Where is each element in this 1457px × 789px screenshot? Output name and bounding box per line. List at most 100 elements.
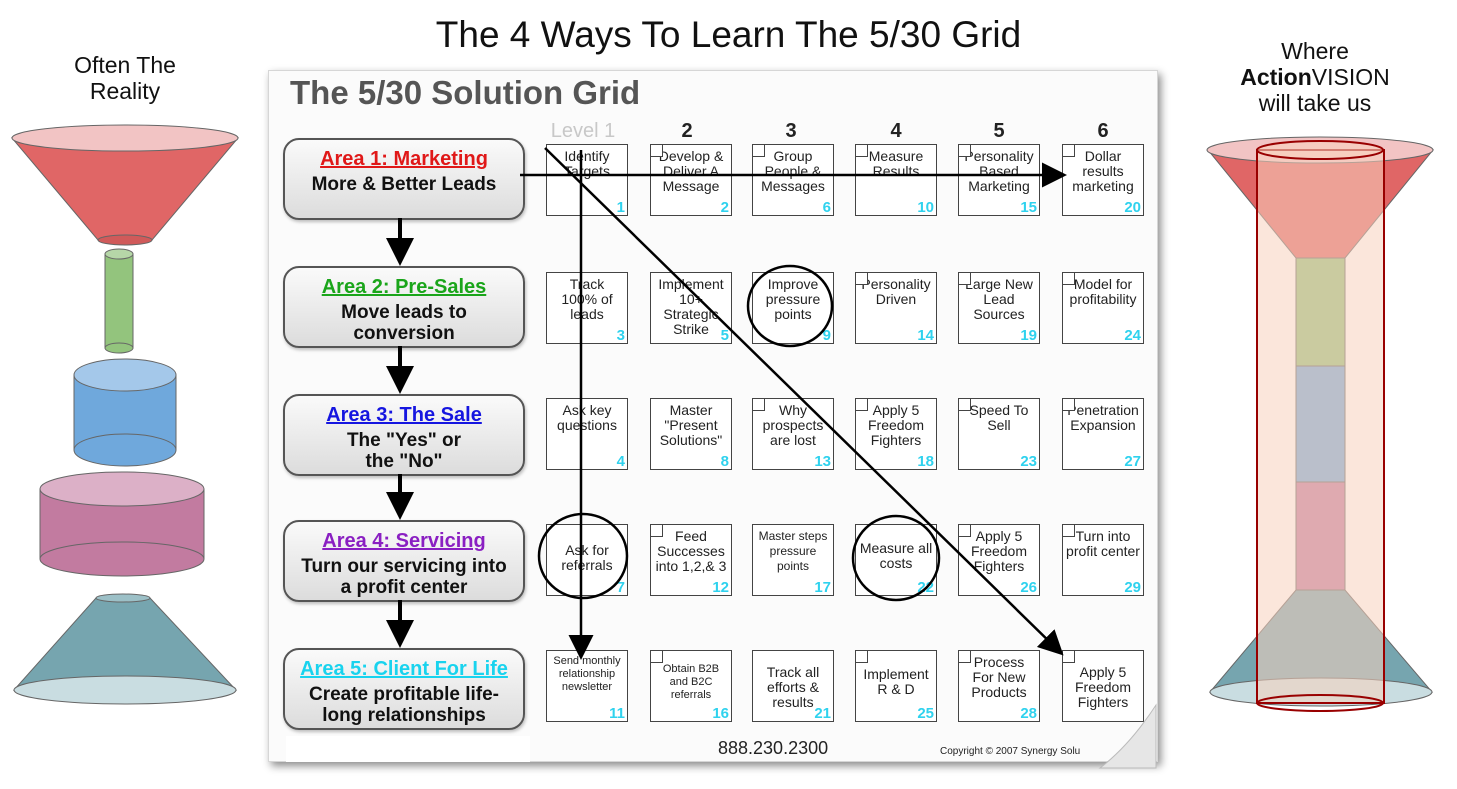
red-funnel-bottom xyxy=(97,234,153,246)
cell-corner-icon xyxy=(650,650,663,663)
cell-text: Implement 10+ Strategic Strike xyxy=(658,276,724,337)
actionvision-cylinder-top xyxy=(1256,140,1384,160)
area-box-pre-sales: Area 2: Pre-Sales Move leads to conversi… xyxy=(283,266,525,348)
cell-corner-icon xyxy=(1062,524,1075,537)
green-cylinder-body xyxy=(104,253,134,349)
cell-corner-icon xyxy=(1062,398,1075,411)
grid-cell: Master "Present Solutions"8 xyxy=(650,398,732,470)
grid-cell: Model for profitability 24 xyxy=(1062,272,1144,344)
right-caption-line2: will take us xyxy=(1258,90,1372,116)
highlight-circle-referrals xyxy=(537,512,629,600)
blue-cylinder-bottom xyxy=(73,433,177,467)
cell-text: Model for profitability xyxy=(1069,276,1137,307)
teal-cone-top xyxy=(95,593,151,603)
right-caption-bold: Action xyxy=(1240,64,1312,90)
cell-number: 21 xyxy=(814,705,831,722)
cell-number: 17 xyxy=(814,579,831,596)
area-box-the-sale: Area 3: The Sale The "Yes" or the "No" xyxy=(283,394,525,476)
cell-number: 20 xyxy=(1124,199,1141,216)
cell-number: 12 xyxy=(712,579,729,596)
left-caption: Often The Reality xyxy=(40,52,210,104)
area-box-marketing: Area 1: Marketing More & Better Leads xyxy=(283,138,525,220)
cell-number: 28 xyxy=(1020,705,1037,722)
cell-corner-icon xyxy=(958,272,971,285)
phone-number: 888.230.2300 xyxy=(718,738,829,758)
cell-number: 25 xyxy=(917,705,934,722)
left-caption-text: Often The Reality xyxy=(74,52,176,104)
area-name: Area 4: Servicing xyxy=(322,530,486,552)
cell-corner-icon xyxy=(650,144,663,157)
cell-number: 7 xyxy=(616,579,625,596)
cell-number: 6 xyxy=(822,199,831,216)
right-caption: Where ActionVISION will take us xyxy=(1215,38,1415,116)
cell-text: Speed To Sell xyxy=(969,402,1029,433)
cell-number: 8 xyxy=(720,453,729,470)
right-caption-line0: Where xyxy=(1281,38,1349,64)
level-header-2: 2 xyxy=(681,120,693,142)
cell-number: 13 xyxy=(814,453,831,470)
cell-number: 9 xyxy=(822,327,831,344)
cell-number: 23 xyxy=(1020,453,1037,470)
cell-corner-icon xyxy=(752,398,765,411)
cell-text: Turn into profit center xyxy=(1066,528,1140,559)
cell-corner-icon xyxy=(958,650,971,663)
area-desc: Turn our servicing into a profit center xyxy=(301,556,507,598)
cell-number: 19 xyxy=(1020,327,1037,344)
highlight-circle-improve xyxy=(746,264,834,348)
diagonal-arrow xyxy=(544,147,1064,656)
cell-corner-icon xyxy=(958,398,971,411)
cell-text: Ask for referrals xyxy=(561,542,613,573)
cell-corner-icon xyxy=(1062,144,1075,157)
cell-number: 18 xyxy=(917,453,934,470)
cell-corner-icon xyxy=(958,524,971,537)
cell-number: 2 xyxy=(720,199,729,216)
area-desc: More & Better Leads xyxy=(311,174,497,195)
area-name: Area 2: Pre-Sales xyxy=(321,276,487,298)
cell-number: 24 xyxy=(1124,327,1141,344)
area-desc: The "Yes" or the "No" xyxy=(346,430,462,472)
cell-corner-icon xyxy=(855,272,868,285)
level-header-5: 5 xyxy=(993,120,1005,142)
area-box-servicing: Area 4: Servicing Turn our servicing int… xyxy=(283,520,525,602)
cell-text: Process For New Products xyxy=(971,654,1027,700)
right-caption-rest: VISION xyxy=(1311,64,1390,90)
grid-cell: Turn into profit center 29 xyxy=(1062,524,1144,596)
cell-number: 1 xyxy=(616,199,625,216)
cell-text: Measure all costs xyxy=(859,540,933,571)
area-name: Area 5: Client For Life xyxy=(300,658,508,680)
cell-number: 16 xyxy=(712,705,729,722)
cell-number: 10 xyxy=(917,199,934,216)
cell-corner-icon xyxy=(958,144,971,157)
actionvision-cylinder-bottom xyxy=(1256,694,1384,712)
highlight-circle-costs xyxy=(851,514,941,602)
cell-number: 3 xyxy=(616,327,625,344)
cell-text: Penetration Expansion xyxy=(1067,402,1139,433)
cell-corner-icon xyxy=(1062,272,1075,285)
area-box-client-for-life: Area 5: Client For Life Create profitabl… xyxy=(283,648,525,730)
cell-text: Large New Lead Sources xyxy=(965,276,1033,322)
cell-text: Implement R & D xyxy=(863,666,929,697)
grid-cell: Master steps pressure points 17 xyxy=(752,524,834,596)
area-desc: Create profitable life-long relationship… xyxy=(308,684,500,726)
cell-text: Master steps pressure points xyxy=(758,529,828,573)
green-cylinder-bottom xyxy=(104,342,134,354)
cell-number: 29 xyxy=(1124,579,1141,596)
cell-text: Track all efforts & results xyxy=(766,664,820,710)
cell-text: Ask key questions xyxy=(557,402,617,433)
cell-number: 11 xyxy=(609,705,625,722)
level-header-1: Level 1 xyxy=(550,120,616,142)
